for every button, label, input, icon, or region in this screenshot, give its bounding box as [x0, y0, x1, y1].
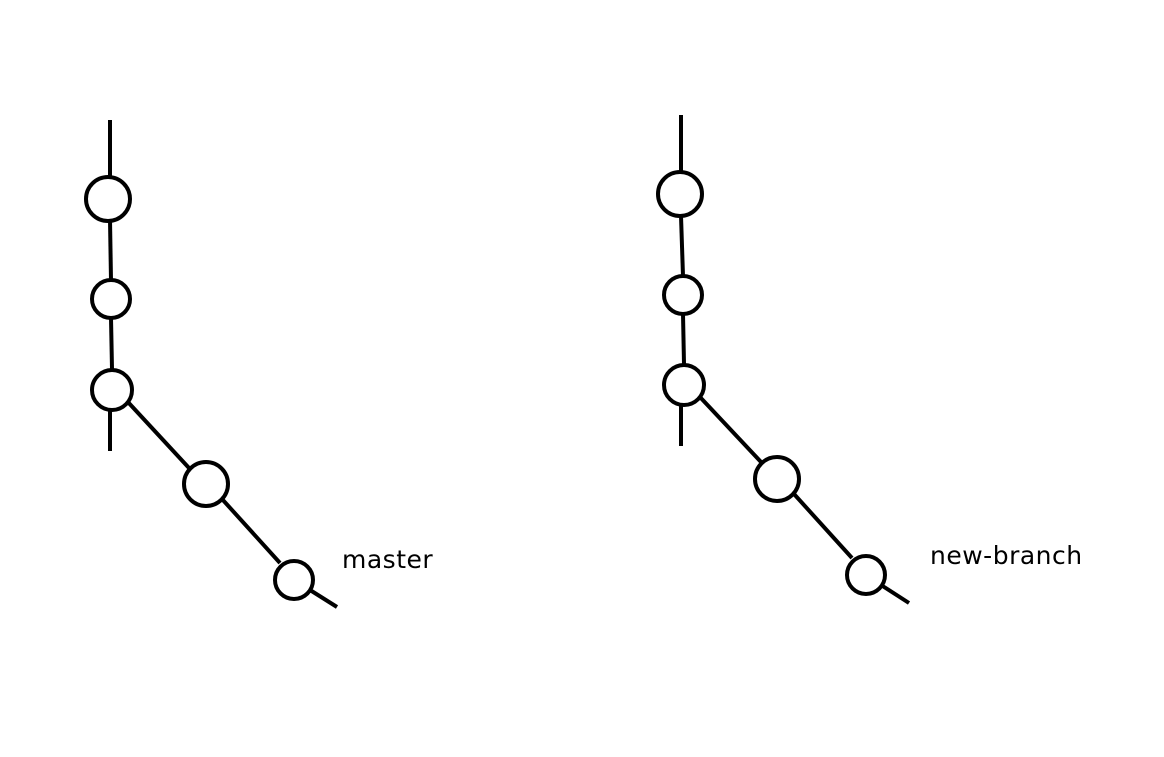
commit-node	[662, 363, 706, 407]
commit-graph-master: master	[84, 120, 433, 609]
trunk-edge-1-2	[679, 215, 685, 277]
commit-node	[84, 175, 132, 223]
branch-label-new-branch: new-branch	[930, 541, 1083, 570]
branch-edge-tail	[308, 588, 339, 609]
commit-node	[845, 554, 887, 596]
branch-edge-3-4	[697, 394, 763, 464]
trunk-edge-1-2	[108, 219, 113, 281]
commit-graph-new-branch: new-branch	[656, 115, 1083, 605]
branch-label-master: master	[342, 545, 433, 574]
commit-node	[273, 559, 315, 601]
branch-edge-tail	[879, 583, 911, 605]
trunk-edge-2-3	[681, 313, 686, 365]
branch-edge-3-4	[125, 399, 191, 470]
branch-edge-4-5	[792, 492, 854, 560]
commit-node	[90, 278, 132, 320]
branch-edge-4-5	[220, 497, 282, 565]
commit-node	[182, 460, 230, 508]
commit-node	[656, 170, 704, 218]
trunk-edge-2-3	[109, 317, 114, 370]
commit-node	[90, 368, 134, 412]
commit-node	[753, 455, 801, 503]
commit-node	[662, 274, 704, 316]
